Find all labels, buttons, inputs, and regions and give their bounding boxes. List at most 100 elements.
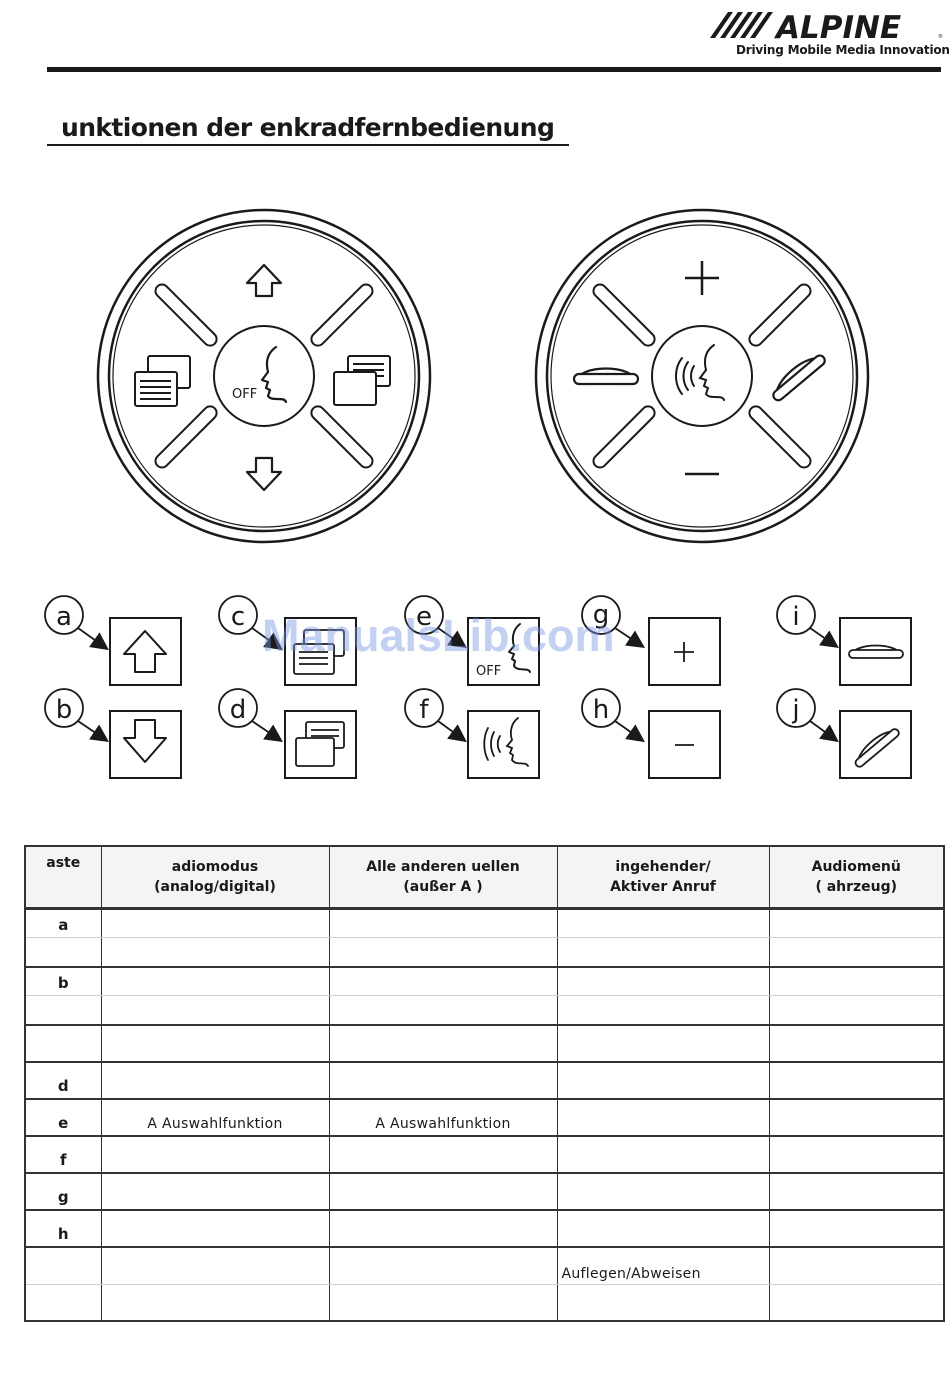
hang-up-icon [848,644,904,659]
down-arrow-icon [123,719,167,763]
legend-g: g [581,595,721,686]
table-row: d [24,1061,945,1100]
row-key: b [24,966,102,996]
legend-b: b [44,688,182,779]
cell [556,1209,770,1248]
table-row: a [24,908,945,938]
cell [768,1172,945,1211]
cell [768,1061,945,1100]
cell: A Auswahlfunktion [100,1098,330,1137]
row-key: a [24,908,102,938]
cell [100,1209,330,1248]
cell [556,1135,770,1174]
cell [768,1284,945,1322]
cell [556,1061,770,1100]
volume-up-icon [685,261,719,295]
row-key: g [24,1172,102,1211]
up-arrow-icon [123,630,167,673]
brand-tagline: Driving Mobile Media Innovation [736,43,950,57]
table-row [24,1024,945,1063]
cell [768,995,945,1026]
cell [328,1135,558,1174]
header-other-sources: Alle anderen uellen(außer A ) [328,845,558,910]
alpine-logo: ALPINE ® [710,10,943,46]
row-key [24,1246,102,1285]
voice-command-icon [675,344,725,401]
cell [328,1061,558,1100]
cell [556,966,770,996]
cell [328,1172,558,1211]
cell [556,937,770,968]
svg-text:d: d [230,695,247,725]
table-row: g [24,1172,945,1211]
row-key [24,937,102,968]
legend-j: j [776,688,912,779]
legend-a: a [44,595,182,686]
cell [556,1098,770,1137]
table-row: b [24,966,945,996]
header-call: ingehender/Aktiver Anruf [556,845,770,910]
header-rule [47,67,941,72]
watermark: ManualsLib.com [262,610,615,661]
voice-off-icon: OFF [232,345,288,404]
svg-text:f: f [419,695,429,725]
table-row [24,995,945,1026]
table-row [24,1284,945,1322]
cell [768,1246,945,1285]
table-row [24,937,945,968]
cell: Auflegen/Abweisen [556,1246,770,1285]
cell [100,1284,330,1322]
source-prev-icon [134,355,191,407]
hang-up-icon [572,367,640,386]
cell [768,966,945,996]
cell [100,908,330,938]
legend-i: i [776,595,912,686]
cell [556,1284,770,1322]
legend-h: h [581,688,721,779]
button-function-table: aste adiomodus(analog/digital) Alle ande… [24,845,945,1322]
cell [328,1284,558,1322]
off-label: OFF [476,664,501,679]
cell [556,1024,770,1063]
cell [328,1024,558,1063]
right-controller [534,208,870,544]
svg-text:c: c [231,602,245,632]
table-row: e A Auswahlfunktion A Auswahlfunktion [24,1098,945,1137]
cell [100,995,330,1026]
table-row: f [24,1135,945,1174]
header-key: aste [24,845,102,910]
source-next-icon [333,355,391,406]
cell [768,1098,945,1137]
row-key [24,1024,102,1063]
svg-text:e: e [416,602,432,632]
svg-text:a: a [56,602,72,632]
cell [768,1024,945,1063]
cell [100,1024,330,1063]
cell [556,908,770,938]
cell [100,937,330,968]
svg-text:®: ® [938,33,943,40]
cell [100,1246,330,1285]
row-key: d [24,1061,102,1100]
brand-text: ALPINE [773,10,901,46]
svg-text:i: i [792,602,799,632]
cell [328,908,558,938]
table-header-row: aste adiomodus(analog/digital) Alle ande… [24,845,945,910]
off-label: OFF [232,387,257,402]
answer-call-icon [854,728,900,768]
cell [328,1209,558,1248]
cell [100,1172,330,1211]
svg-text:j: j [791,695,799,725]
voice-off-icon [508,623,531,673]
remote-control-diagram: OFF [44,208,912,779]
legend-f: f [404,688,540,779]
legend-d: d [218,688,357,779]
cell [556,1172,770,1211]
cell [768,937,945,968]
left-controller: OFF [96,208,432,544]
cell [768,1209,945,1248]
cell [328,1246,558,1285]
cell [328,937,558,968]
row-key: h [24,1209,102,1248]
cell [100,1061,330,1100]
